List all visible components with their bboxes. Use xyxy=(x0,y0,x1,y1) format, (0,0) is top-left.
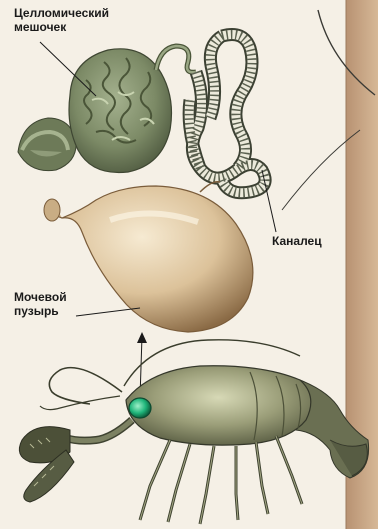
coelomic-sac-fragment xyxy=(18,118,76,171)
leader-bladder xyxy=(76,308,140,316)
label-canal-text: Каналец xyxy=(272,234,322,248)
label-bladder: Мочевой пузырь xyxy=(14,290,67,318)
pointer-arrowhead xyxy=(137,332,147,343)
label-coelomic-sac: Целломический мешочек xyxy=(14,6,109,34)
label-bladder-line2: пузырь xyxy=(14,304,67,318)
label-canal: Каналец xyxy=(272,234,322,248)
coelomic-sac xyxy=(69,46,196,173)
label-coelomic-sac-line2: мешочек xyxy=(14,20,109,34)
canal xyxy=(189,35,265,193)
label-coelomic-sac-line1: Целломический xyxy=(14,6,109,20)
crayfish xyxy=(19,340,368,524)
green-gland-highlight xyxy=(129,398,151,418)
bladder xyxy=(44,182,253,332)
label-bladder-line1: Мочевой xyxy=(14,290,67,304)
